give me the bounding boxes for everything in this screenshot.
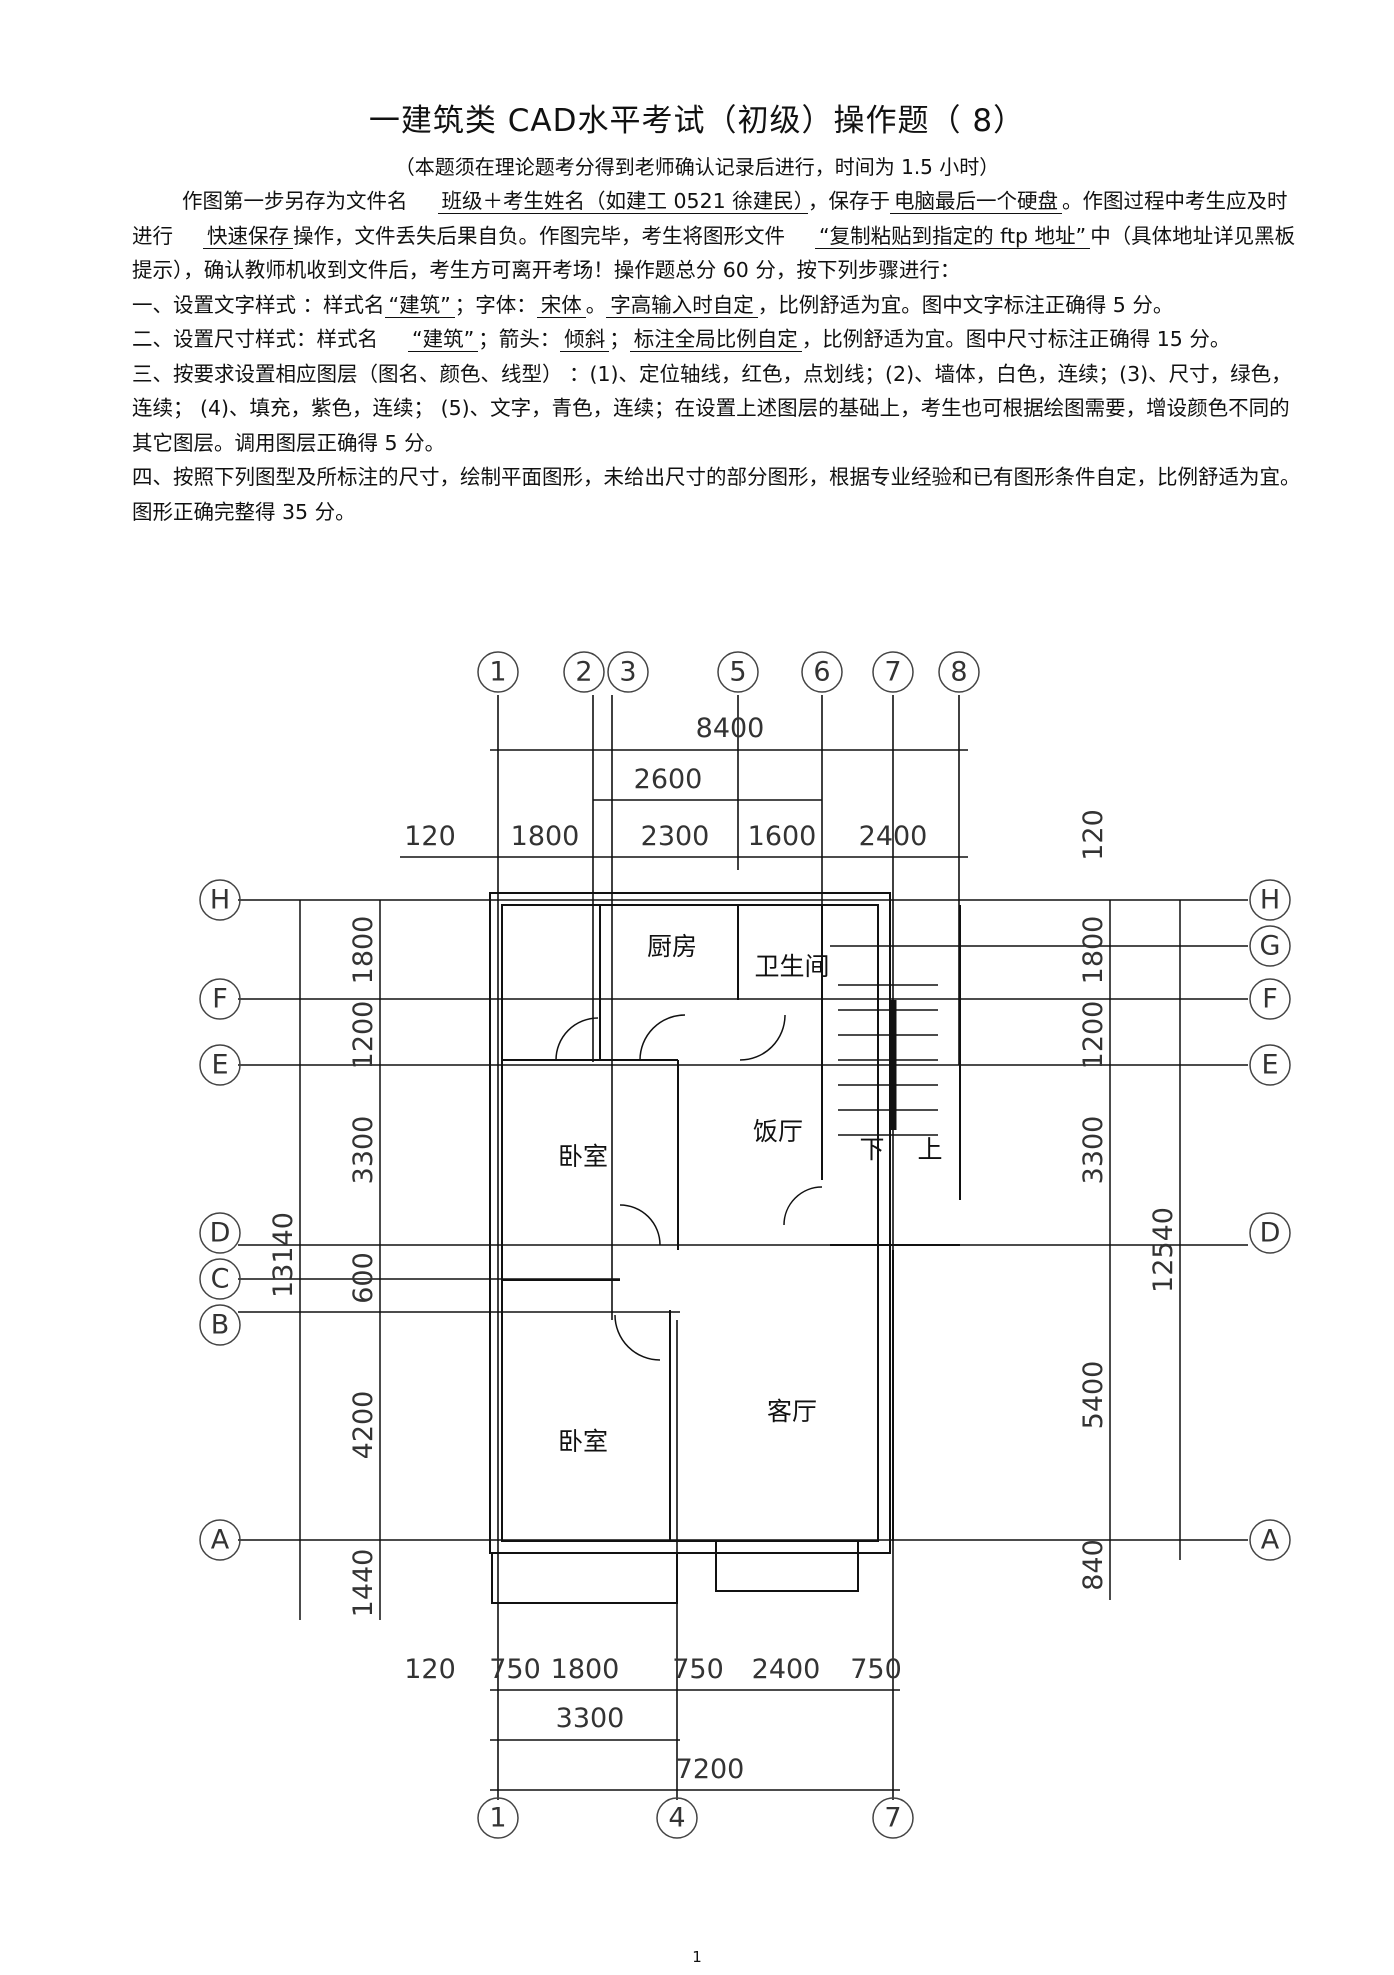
quick-save: 快速保存 xyxy=(203,223,293,249)
svg-text:120: 120 xyxy=(404,1654,456,1685)
room-bedroom-2: 卧室 xyxy=(558,1427,608,1456)
svg-text:1600: 1600 xyxy=(748,821,817,852)
room-kitchen: 厨房 xyxy=(647,932,697,961)
svg-text:12540: 12540 xyxy=(1148,1207,1179,1293)
svg-text:2300: 2300 xyxy=(641,821,710,852)
svg-text:3300: 3300 xyxy=(348,1116,379,1185)
axis-label: 1 xyxy=(489,657,506,688)
axis-label: 8 xyxy=(950,657,967,688)
svg-text:1200: 1200 xyxy=(348,1001,379,1070)
page-title: 一建筑类 CAD水平考试（初级）操作题（ 8） xyxy=(368,103,1026,139)
page-subtitle: （本题须在理论题考分得到老师确认记录后进行，时间为 1.5 小时） xyxy=(394,155,1000,179)
svg-text:8400: 8400 xyxy=(696,713,765,744)
room-living: 客厅 xyxy=(767,1397,817,1426)
ftp-copy: “复制粘贴到指定的 ftp 地址” xyxy=(815,223,1091,249)
svg-text:750: 750 xyxy=(489,1654,541,1685)
axis-label: 6 xyxy=(813,657,830,688)
svg-text:840: 840 xyxy=(1078,1539,1109,1591)
axis-label: F xyxy=(212,984,228,1015)
axis-label: A xyxy=(211,1525,230,1556)
svg-text:1800: 1800 xyxy=(1078,916,1109,985)
axis-label: 4 xyxy=(668,1803,685,1834)
axis-label: G xyxy=(1260,931,1281,962)
svg-text:1800: 1800 xyxy=(348,916,379,985)
axis-label: H xyxy=(210,885,230,916)
floor-plan: 1 2 3 5 6 7 8 1 4 7 H F E D C B A H G F … xyxy=(199,651,1291,1839)
step-2: 二、设置尺寸样式：样式名“建筑”；箭头：倾斜；标注全局比例自定，比例舒适为宜。图… xyxy=(132,327,1231,352)
step-3: 三、按要求设置相应图层（图名、颜色、线型） ：(1)、定位轴线，红色，点划线；(… xyxy=(132,361,1292,455)
svg-text:120: 120 xyxy=(404,821,456,852)
axis-label: E xyxy=(1261,1050,1278,1081)
filename-field: 班级＋考生姓名（如建工 0521 徐建民） xyxy=(437,189,808,214)
svg-text:2600: 2600 xyxy=(634,764,703,795)
svg-text:13140: 13140 xyxy=(268,1212,299,1298)
svg-text:5400: 5400 xyxy=(1078,1361,1109,1430)
svg-text:1800: 1800 xyxy=(511,821,580,852)
svg-text:2400: 2400 xyxy=(859,821,928,852)
instructions: 作图第一步另存为文件名班级＋考生姓名（如建工 0521 徐建民），保存于电脑最后… xyxy=(132,184,1302,529)
svg-text:3300: 3300 xyxy=(1078,1116,1109,1185)
room-bathroom: 卫生间 xyxy=(754,952,829,981)
save-location: 电脑最后一个硬盘 xyxy=(889,189,1062,214)
svg-text:1800: 1800 xyxy=(551,1654,620,1685)
axis-label: 2 xyxy=(575,657,592,688)
stair-down-label: 下 xyxy=(859,1135,884,1164)
svg-text:7200: 7200 xyxy=(676,1754,745,1785)
axis-label: D xyxy=(1260,1218,1281,1249)
svg-text:2400: 2400 xyxy=(752,1654,821,1685)
axis-label: 1 xyxy=(489,1803,506,1834)
axis-label: 7 xyxy=(884,657,901,688)
axis-label: A xyxy=(1261,1525,1280,1556)
step-1: 一、设置文字样式 ：样式名“建筑”；字体：宋体。字高输入时自定，比例舒适为宜。图… xyxy=(132,292,1174,318)
axis-label: 3 xyxy=(619,657,636,688)
axis-label: B xyxy=(211,1310,230,1341)
step-4: 四、按照下列图型及所标注的尺寸，绘制平面图形，未给出尺寸的部分图形，根据专业经验… xyxy=(132,465,1301,524)
svg-text:750: 750 xyxy=(672,1654,724,1685)
axis-label: E xyxy=(211,1050,228,1081)
room-dining: 饭厅 xyxy=(753,1117,803,1146)
axis-label: 7 xyxy=(884,1803,901,1834)
svg-text:3300: 3300 xyxy=(556,1703,625,1734)
axis-label: H xyxy=(1260,885,1280,916)
svg-text:1440: 1440 xyxy=(348,1549,379,1618)
intro-paragraph: 作图第一步另存为文件名班级＋考生姓名（如建工 0521 徐建民），保存于电脑最后… xyxy=(132,189,1296,282)
svg-text:750: 750 xyxy=(850,1654,902,1685)
page-number: 1 xyxy=(692,1948,702,1966)
svg-text:4200: 4200 xyxy=(348,1391,379,1460)
room-bedroom-1: 卧室 xyxy=(558,1142,608,1171)
svg-text:600: 600 xyxy=(348,1252,379,1304)
svg-text:1200: 1200 xyxy=(1078,1001,1109,1070)
svg-text:120: 120 xyxy=(1078,809,1109,861)
axis-label: 5 xyxy=(729,657,746,688)
stair-up-label: 上 xyxy=(917,1135,942,1164)
axis-label: F xyxy=(1262,984,1278,1015)
axis-label: C xyxy=(211,1264,230,1295)
axis-label: D xyxy=(210,1218,231,1249)
